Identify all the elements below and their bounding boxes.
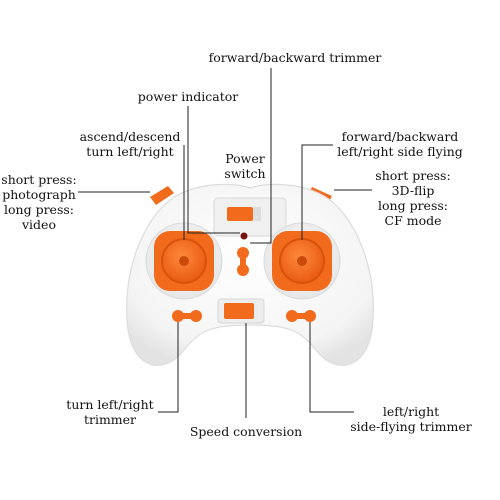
right-stick-center [297,256,307,266]
side-trimmer-bar [292,313,310,319]
left-stick-center [179,256,189,266]
label-fb-trimmer: forward/backward trimmer [208,50,382,65]
turn-trimmer-right[interactable] [190,310,202,322]
side-trimmer-right[interactable] [304,310,316,322]
power-switch[interactable] [227,207,253,221]
label-fb-flying: forward/backward left/right side flying [337,129,463,159]
label-speed-conversion: Speed conversion [189,424,303,439]
label-left-button: short press: photograph long press: vide… [1,172,77,232]
label-right-button: short press: 3D-flip long press: CF mode [375,168,451,228]
line-fb-trimmer [250,68,272,244]
line-side-trimmer [309,322,354,413]
label-turn-trimmer: turn left/right trimmer [66,397,154,427]
label-side-trimmer: left/right side-flying trimmer [350,404,472,434]
fb-trimmer-down[interactable] [237,264,249,276]
line-turn-trimmer [158,322,179,413]
power-switch-slot [253,207,261,221]
turn-trimmer-bar [178,313,196,319]
label-power-indicator: power indicator [137,89,239,104]
power-indicator-led [240,232,248,240]
label-power-switch: Power switch [224,151,266,181]
fb-trimmer-bar [240,253,246,269]
leader-lines [78,68,372,418]
label-ascend-descend: ascend/descend turn left/right [79,129,181,159]
speed-switch[interactable] [224,303,254,319]
line-fb-flying [301,144,333,240]
line-power-indicator [187,106,240,234]
left-shoulder-button[interactable] [150,186,174,205]
